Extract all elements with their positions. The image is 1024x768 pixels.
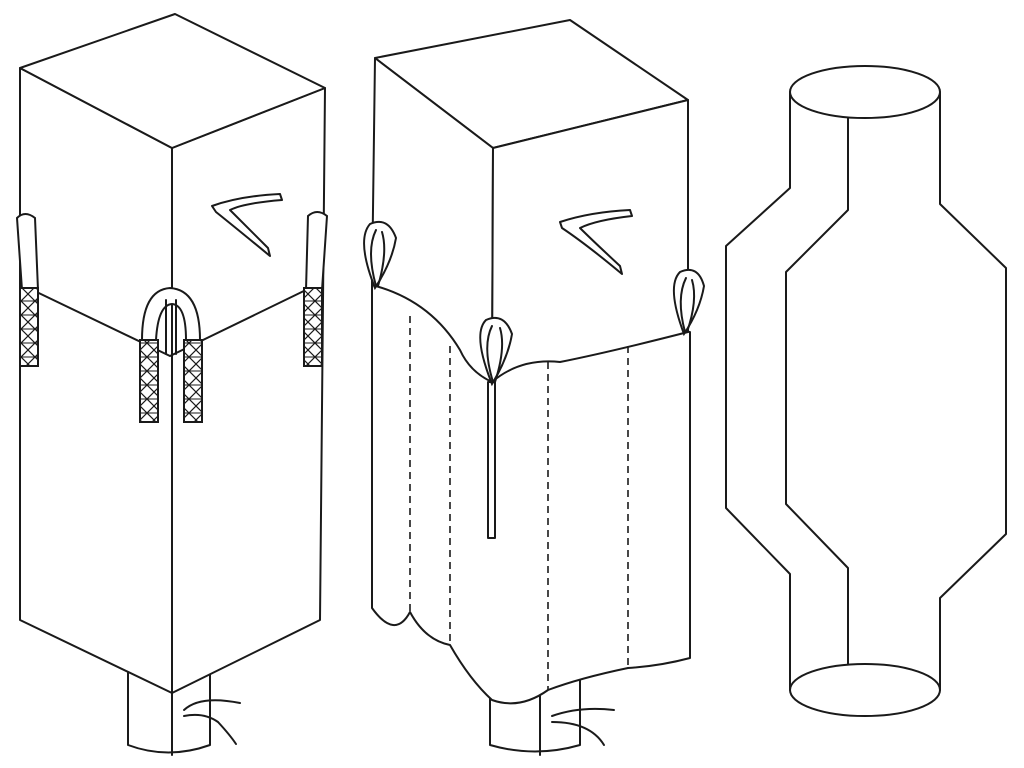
tie-cord: [551, 707, 615, 746]
liner-outline: [725, 91, 1007, 691]
bag-u-panel: [15, 13, 329, 756]
top-hem-line: [19, 283, 311, 357]
top-opening: [789, 65, 941, 119]
corner-loop-right: [303, 211, 329, 367]
bag-body: [19, 13, 326, 694]
bag-circular: [363, 19, 706, 756]
center-loop: [139, 286, 203, 423]
stitch-mark: [559, 209, 633, 275]
bag-body: [371, 279, 691, 705]
bottom-opening: [789, 663, 941, 717]
seam-lines: [371, 290, 629, 690]
corner-loop-center: [479, 316, 514, 387]
stitch-mark: [211, 193, 283, 257]
baffle-liner: [725, 65, 1007, 717]
corner-loop-left: [15, 213, 40, 367]
corner-loop-left: [363, 220, 398, 291]
corner-loop-right: [672, 268, 706, 337]
inner-fold-line: [785, 117, 849, 669]
top-panel: [19, 13, 326, 149]
upper-block-left: [371, 57, 494, 383]
tie-cord: [183, 699, 241, 745]
center-tab: [487, 381, 496, 539]
